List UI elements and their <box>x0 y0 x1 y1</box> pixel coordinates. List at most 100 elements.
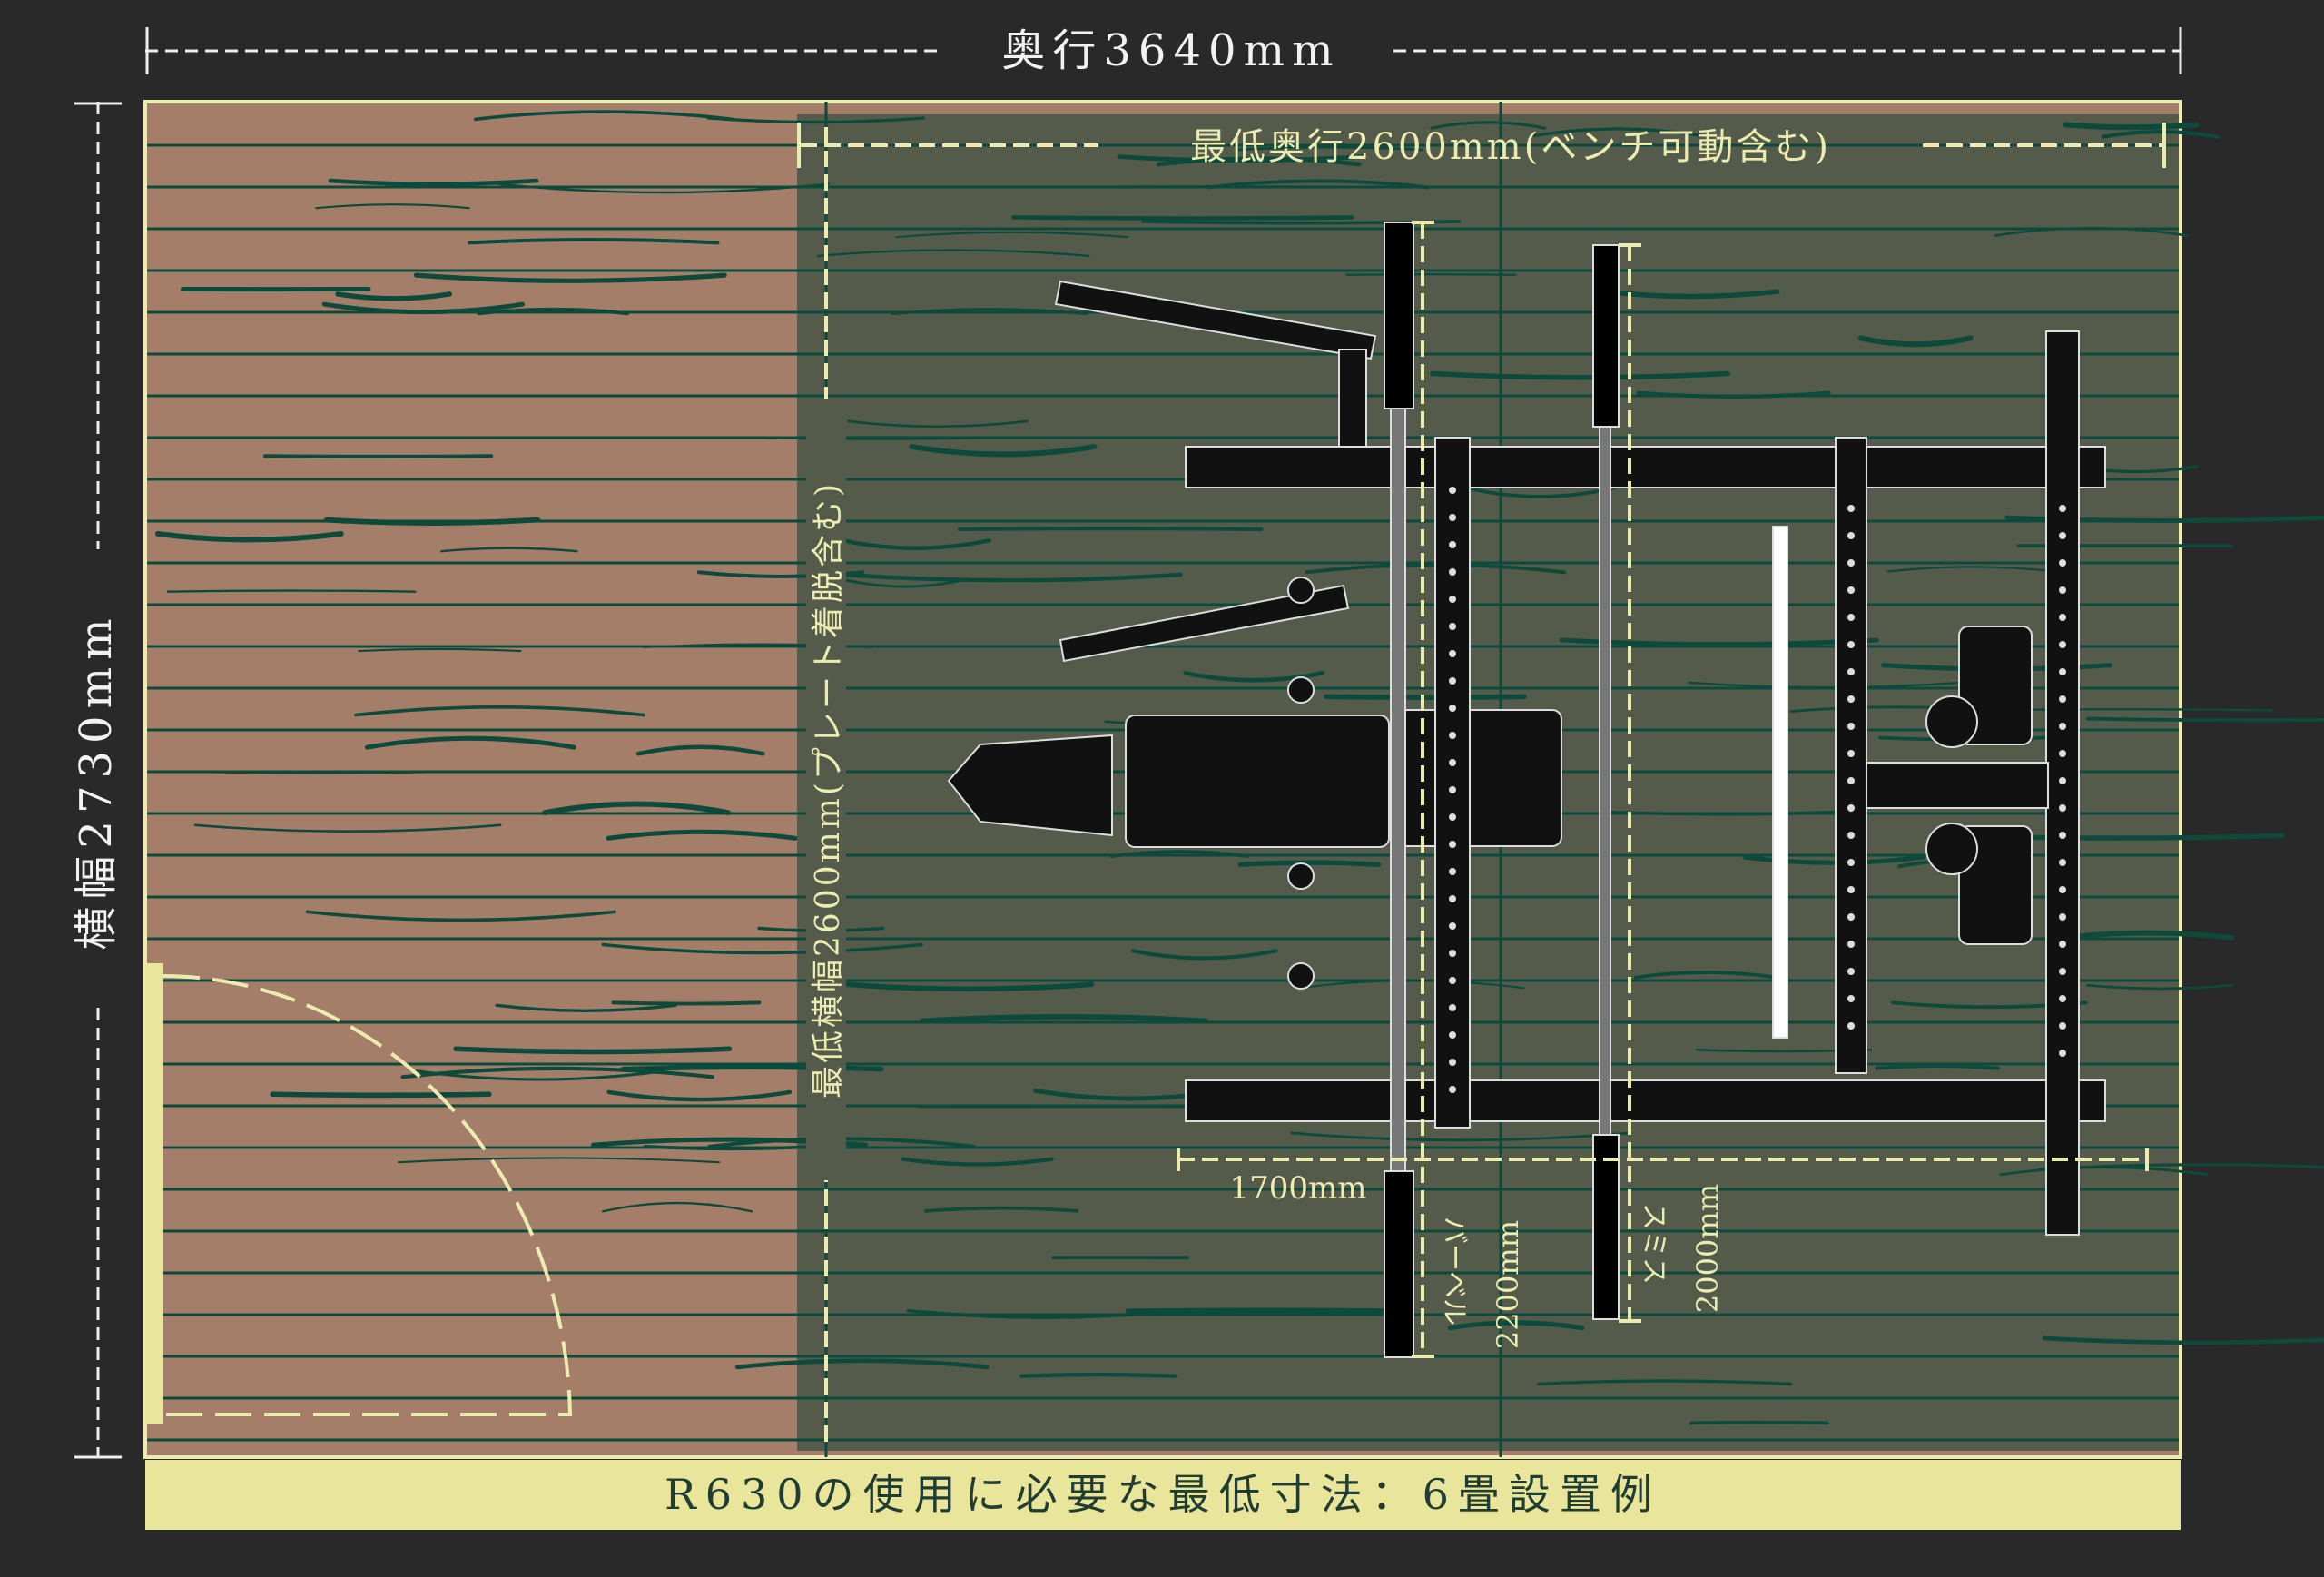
upright-hole <box>2059 995 2066 1002</box>
width-total-label: 横幅2730mm <box>71 611 122 950</box>
grain-stroke <box>210 771 426 774</box>
min-width-label: 最低横幅2600mm(プレート着脱含む) <box>810 481 847 1099</box>
upright-hole <box>1847 804 1855 812</box>
grain-stroke <box>495 1003 677 1012</box>
grain-stroke <box>755 436 991 440</box>
grain-stroke <box>891 308 1088 316</box>
upright-hole <box>1449 514 1456 521</box>
grain-stroke <box>1742 854 1926 865</box>
upright-hole <box>2059 968 2066 975</box>
grain-stroke <box>1345 273 1517 276</box>
upright-hole <box>1449 895 1456 902</box>
grain-stroke <box>601 942 923 955</box>
grain-stroke <box>328 178 539 187</box>
upright-hole <box>1847 832 1855 839</box>
grain-stroke <box>1011 215 1354 221</box>
grain-stroke <box>542 801 732 816</box>
smith-plate <box>1592 244 1620 428</box>
upright-hole <box>2059 859 2066 866</box>
smith-length-label: 2000mm <box>1690 1184 1725 1313</box>
barbell-plate <box>1384 1170 1414 1358</box>
grain-stroke <box>909 444 1098 458</box>
upright-hole <box>1449 813 1456 821</box>
upright-hole <box>1847 968 1855 975</box>
smith-bar <box>1599 426 1611 1154</box>
upright-hole <box>1847 750 1855 757</box>
r630-power-rack <box>947 222 2106 1358</box>
grain-stroke <box>620 1064 884 1072</box>
dip-arm-lower <box>1059 584 1350 663</box>
grain-stroke <box>1235 145 1423 152</box>
upright-hole <box>1847 859 1855 866</box>
grain-stroke <box>1532 127 1703 138</box>
upright-hole <box>1449 541 1456 548</box>
rack-width-dimension: 1700mm <box>1177 1148 2149 1207</box>
grain-stroke <box>1206 179 1430 190</box>
upright-hole <box>1847 723 1855 730</box>
grain-stroke <box>468 237 720 245</box>
grain-stroke <box>323 517 541 526</box>
grain-stroke <box>2061 930 2235 941</box>
grain-stroke <box>2085 716 2324 723</box>
upright-hole <box>2059 832 2066 839</box>
upright-hole <box>1449 977 1456 984</box>
grain-stroke <box>358 647 522 653</box>
rack-width-label: 1700mm <box>1229 1170 1366 1207</box>
upright-hole <box>1847 614 1855 621</box>
upright-hole <box>1449 1086 1456 1093</box>
barbell-bar <box>1390 408 1406 1181</box>
upright-hole <box>2059 614 2066 621</box>
upright-hole <box>1847 1022 1855 1030</box>
barbell-length-label: 2200mm <box>1491 1220 1525 1349</box>
wood-grain <box>154 110 2324 1425</box>
grain-stroke <box>1290 1131 1631 1142</box>
grain-stroke <box>2042 1336 2324 1345</box>
grain-stroke <box>1536 1379 1793 1386</box>
grain-stroke <box>453 1046 733 1055</box>
grain-stroke <box>270 1091 492 1099</box>
upright-hole <box>2059 641 2066 648</box>
upright-hole <box>2059 586 2066 594</box>
upright-hole <box>2059 777 2066 784</box>
grain-stroke <box>957 527 1264 532</box>
barbell-plate <box>1384 222 1414 409</box>
grain-stroke <box>1430 370 1730 380</box>
grain-stroke <box>1237 860 1382 867</box>
grain-stroke <box>839 577 970 588</box>
grain-stroke <box>166 589 417 593</box>
min-depth-label: 最低奥行2600mm(ベンチ可動含む) <box>1190 126 1831 168</box>
grain-stroke <box>734 1358 990 1370</box>
grain-stroke <box>335 291 453 301</box>
upright-hole <box>1449 950 1456 957</box>
upright-hole <box>1847 641 1855 648</box>
upright-hole <box>1449 623 1456 630</box>
grain-stroke <box>414 1069 665 1081</box>
grain-stroke <box>1447 1320 1585 1331</box>
grain-stroke <box>839 572 1183 583</box>
grain-stroke <box>611 1000 762 1006</box>
upright-hole <box>1449 786 1456 793</box>
grain-stroke <box>1636 390 1831 399</box>
grain-stroke <box>924 1206 1079 1213</box>
depth-total-label: 奥行3640mm <box>1001 25 1340 76</box>
upright-hole <box>2059 723 2066 730</box>
grain-stroke <box>920 1013 1208 1024</box>
grain-stroke <box>843 981 1095 992</box>
smith-plate <box>1592 1134 1620 1320</box>
grain-stroke <box>1875 1064 2000 1070</box>
upright-hole <box>1847 941 1855 948</box>
upright-hole <box>1847 995 1855 1002</box>
grain-stroke <box>2101 129 2221 139</box>
grain-stroke <box>1109 850 1250 859</box>
upright-hole <box>1449 487 1456 494</box>
grain-stroke <box>601 1201 753 1213</box>
width-total-dimension: 横幅2730mm <box>71 102 122 1459</box>
rack-upright-front <box>1434 437 1471 1129</box>
upright-hole <box>1847 559 1855 567</box>
upright-hole <box>1449 677 1456 685</box>
depth-total-dimension: 奥行3640mm <box>145 25 2182 76</box>
smith-label: スミス <box>1638 1203 1669 1285</box>
min-depth-dimension: 最低奥行2600mm(ベンチ可動含む) <box>797 123 2166 168</box>
barbell-label: バーベル <box>1438 1217 1470 1326</box>
